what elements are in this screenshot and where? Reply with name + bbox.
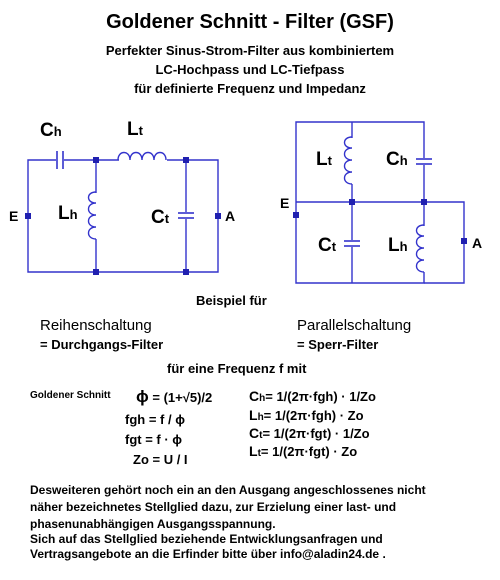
parallel-inductor-lt — [342, 136, 356, 185]
footer-line-5: Vertragsangebote an die Erfinder bitte ü… — [30, 547, 386, 561]
page-title: Goldener Schnitt - Filter (GSF) — [106, 11, 394, 33]
footer-line-2: näher bezeichnetes Stellglied dazu, zur … — [30, 500, 397, 514]
parallel-capacitor-ch — [414, 158, 434, 165]
caption-series-name: Reihenschaltung — [40, 317, 152, 334]
caption-parallel-type: = Sperr-Filter — [297, 337, 379, 352]
formula-ch: Ch= 1/(2π·fgh) · 1/Zo — [249, 388, 376, 404]
parallel-nodes — [293, 199, 467, 244]
formula-ct: Ct= 1/(2π·fgt) · 1/Zo — [249, 425, 370, 441]
caption-frequency: für eine Frequenz f mit — [167, 361, 307, 376]
series-nodes — [25, 157, 221, 275]
parallel-inductor-lh — [414, 224, 428, 273]
series-label-ch: Ch — [40, 120, 62, 141]
series-label-a: A — [225, 208, 236, 224]
parallel-label-lt: Lt — [316, 149, 332, 170]
parallel-label-e: E — [280, 195, 290, 211]
formula-fgt: fgt = f · ϕ — [125, 432, 183, 447]
caption-series-type: = Durchgangs-Filter — [40, 337, 164, 352]
caption-example: Beispiel für — [196, 293, 267, 308]
series-inductor-lt — [117, 150, 167, 166]
subtitle-line-1: Perfekter Sinus-Strom-Filter aus kombini… — [105, 43, 395, 58]
subtitle-line-2: LC-Hochpass und LC-Tiefpass — [155, 62, 345, 77]
footer-line-3: phasenunabhängigen Ausgangsspannung. — [30, 517, 276, 531]
series-label-ct: Ct — [151, 207, 170, 228]
subtitle-line-3: für definierte Frequenz und Impedanz — [134, 81, 366, 96]
footer-line-4: Sich auf das Stellglied beziehende Entwi… — [30, 532, 383, 546]
series-capacitor-ct — [176, 160, 196, 272]
series-label-e: E — [9, 208, 19, 224]
series-label-lt: Lt — [127, 119, 143, 140]
parallel-label-a: A — [472, 235, 483, 251]
series-capacitor-ch — [56, 150, 64, 170]
footer-line-1: Desweiteren gehört noch ein an den Ausga… — [30, 483, 426, 497]
parallel-capacitor-ct — [342, 240, 362, 247]
parallel-label-ch: Ch — [386, 149, 408, 170]
formula-fgh: fgh = f / ϕ — [125, 412, 185, 427]
series-label-lh: Lh — [58, 203, 78, 224]
formula-phi: ϕ = (1+√5)/2 — [136, 387, 213, 406]
formula-lt: Lt= 1/(2π·fgt) · Zo — [249, 443, 358, 459]
formula-golden-label: Goldener Schnitt — [30, 390, 111, 401]
parallel-circuit — [295, 121, 465, 284]
formula-zo: Zo = U / I — [133, 452, 188, 467]
series-inductor-lh — [86, 160, 100, 272]
parallel-label-lh: Lh — [388, 235, 408, 256]
caption-parallel-name: Parallelschaltung — [297, 317, 412, 334]
parallel-label-ct: Ct — [318, 235, 337, 256]
formula-lh: Lh= 1/(2π·fgh) · Zo — [249, 407, 364, 423]
